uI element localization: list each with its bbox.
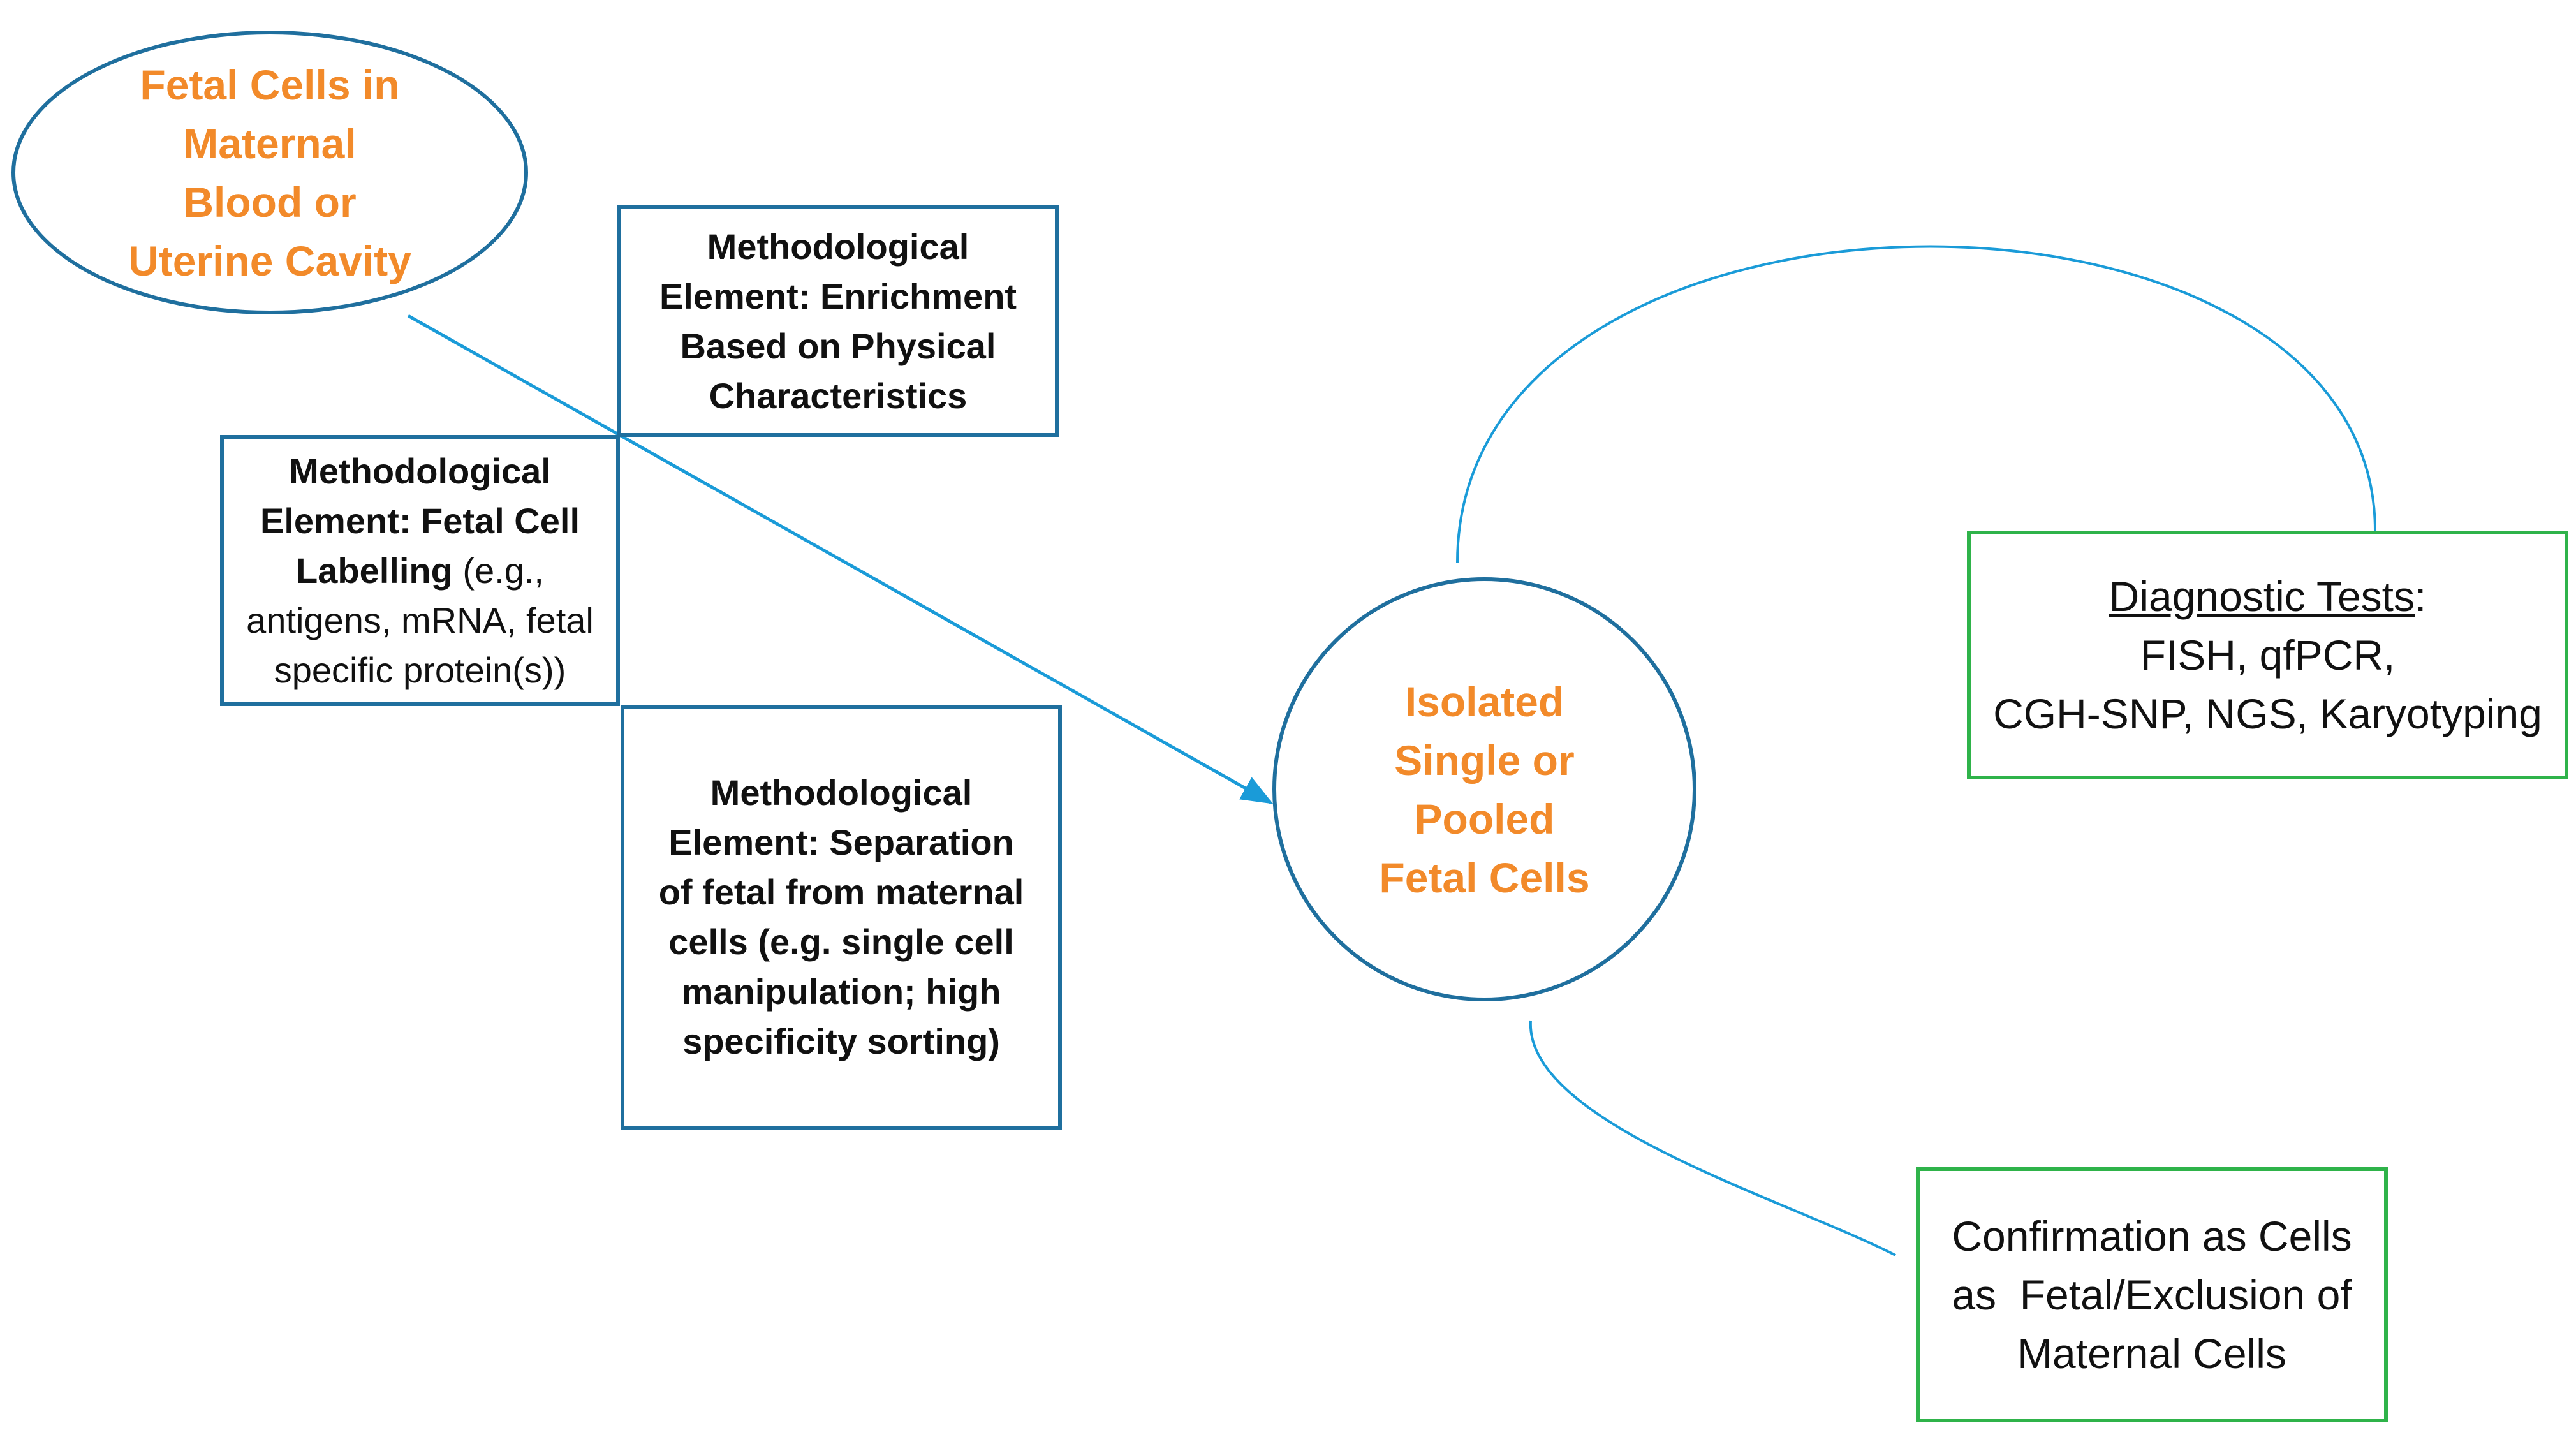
separation-method-label: Methodological Element: Separation of fe… (658, 772, 1024, 1061)
labelling-method-box: Methodological Element: Fetal Cell Label… (220, 435, 620, 706)
source-fetal-cells-node: Fetal Cells in Maternal Blood or Uterine… (11, 31, 528, 314)
enrichment-method-box: Methodological Element: Enrichment Based… (617, 205, 1059, 437)
enrichment-pathway-arrow (407, 314, 1274, 804)
separation-method-box: Methodological Element: Separation of fe… (621, 705, 1062, 1130)
confirmation-connector-curve (1529, 1020, 1896, 1256)
diagnostic-tests-box: Diagnostic Tests: FISH, qfPCR, CGH-SNP, … (1967, 531, 2568, 779)
confirmation-label: Confirmation as Cells as Fetal/Exclusion… (1952, 1212, 2352, 1377)
source-node-label: Fetal Cells in Maternal Blood or Uterine… (128, 61, 411, 284)
labelling-method-label: Methodological Element: Fetal Cell Label… (246, 450, 594, 690)
diagnostic-tests-label: Diagnostic Tests: FISH, qfPCR, CGH-SNP, … (1993, 573, 2542, 737)
isolated-cells-label: Isolated Single or Pooled Fetal Cells (1379, 677, 1590, 901)
isolated-fetal-cells-node: Isolated Single or Pooled Fetal Cells (1272, 577, 1696, 1001)
confirmation-box: Confirmation as Cells as Fetal/Exclusion… (1916, 1167, 2388, 1422)
enrichment-method-label: Methodological Element: Enrichment Based… (659, 226, 1017, 416)
diagnostic-tests-connector-arc (1456, 245, 2376, 563)
